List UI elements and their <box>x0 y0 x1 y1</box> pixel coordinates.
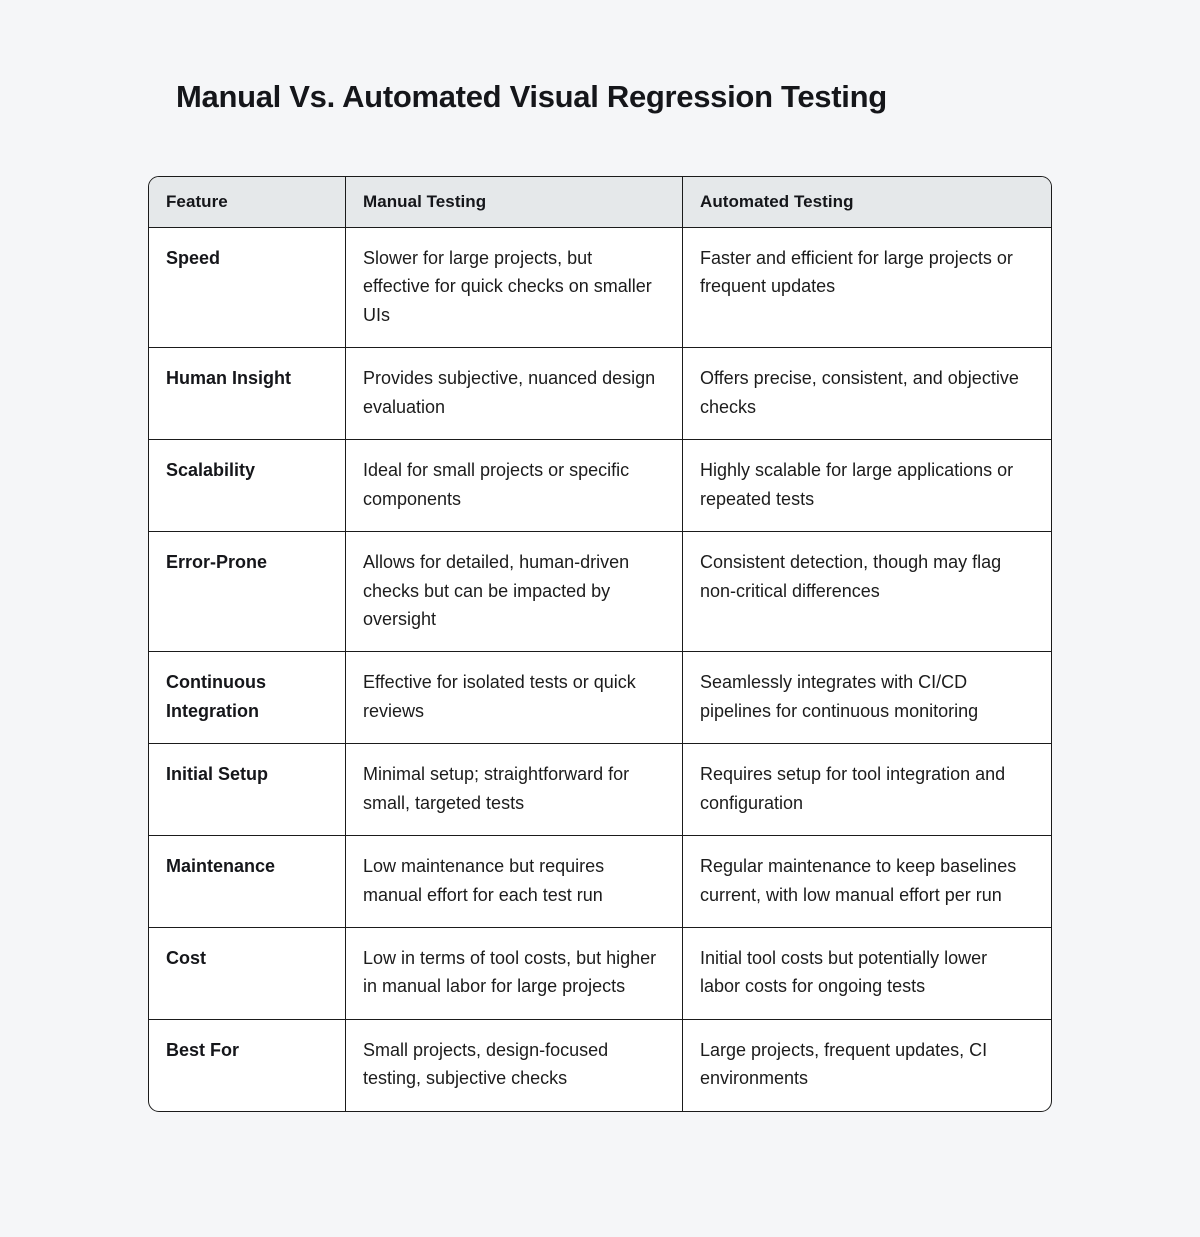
cell-feature: Best For <box>166 1039 240 1060</box>
table-header-row: Feature Manual Testing Automated Testing <box>149 177 1051 228</box>
cell-automated-testing: Regular maintenance to keep baselines cu… <box>682 836 1051 928</box>
cell-feature: Initial Setup <box>149 744 345 837</box>
cell-feature: Human Insight <box>149 348 345 441</box>
cell-automated-testing: Faster and efficient for large projects … <box>682 228 1051 349</box>
cell-manual-testing: Provides subjective, nuanced design eval… <box>345 348 682 441</box>
cell-automated-testing: Initial tool costs but potentially lower… <box>682 928 1051 1020</box>
column-header-feature: Feature <box>149 177 345 228</box>
cell-automated-testing: Large projects, frequent updates, CI env… <box>682 1019 1051 1111</box>
cell-feature: Error-Prone <box>149 532 345 653</box>
cell-automated-testing: Consistent detection, though may flag no… <box>682 532 1051 653</box>
cell-manual-testing: Slower for large projects, but effective… <box>345 228 682 349</box>
cell-automated-testing: Requires setup for tool integration and … <box>682 744 1051 837</box>
cell-feature: Cost <box>149 928 345 1020</box>
table-row: Best For Small projects, design-focused t… <box>149 1019 1051 1111</box>
comparison-table-container: Feature Manual Testing Automated Testing… <box>148 176 1052 1112</box>
cell-feature: Maintenance <box>149 836 345 928</box>
cell-automated-testing: Seamlessly integrates with CI/CD pipelin… <box>682 652 1051 745</box>
cell-manual-testing: Ideal for small projects or specific com… <box>345 440 682 533</box>
cell-manual-testing: Low in terms of tool costs, but higher i… <box>345 928 682 1020</box>
comparison-table: Feature Manual Testing Automated Testing… <box>148 176 1052 1112</box>
column-header-automated-testing: Automated Testing <box>682 177 1051 228</box>
cell-automated-testing: Highly scalable for large applications o… <box>682 440 1051 533</box>
table-header: Feature Manual Testing Automated Testing <box>149 177 1051 228</box>
column-header-manual-testing: Manual Testing <box>345 177 682 228</box>
cell-manual-testing: Low maintenance but requires manual effo… <box>345 836 682 928</box>
cell-feature: Scalability <box>149 440 345 533</box>
cell-feature: Continuous Integration <box>149 652 345 745</box>
cell-manual-testing: Small projects, design-focused testing, … <box>345 1019 682 1111</box>
cell-manual-testing: Minimal setup; straightforward for small… <box>345 744 682 837</box>
cell-manual-testing: Effective for isolated tests or quick re… <box>345 652 682 745</box>
page-title: Manual Vs. Automated Visual Regression T… <box>176 79 887 114</box>
cell-manual-testing: Allows for detailed, human-driven checks… <box>345 532 682 653</box>
cell-feature: Speed <box>149 228 345 349</box>
cell-automated-testing: Offers precise, consistent, and objectiv… <box>682 348 1051 441</box>
